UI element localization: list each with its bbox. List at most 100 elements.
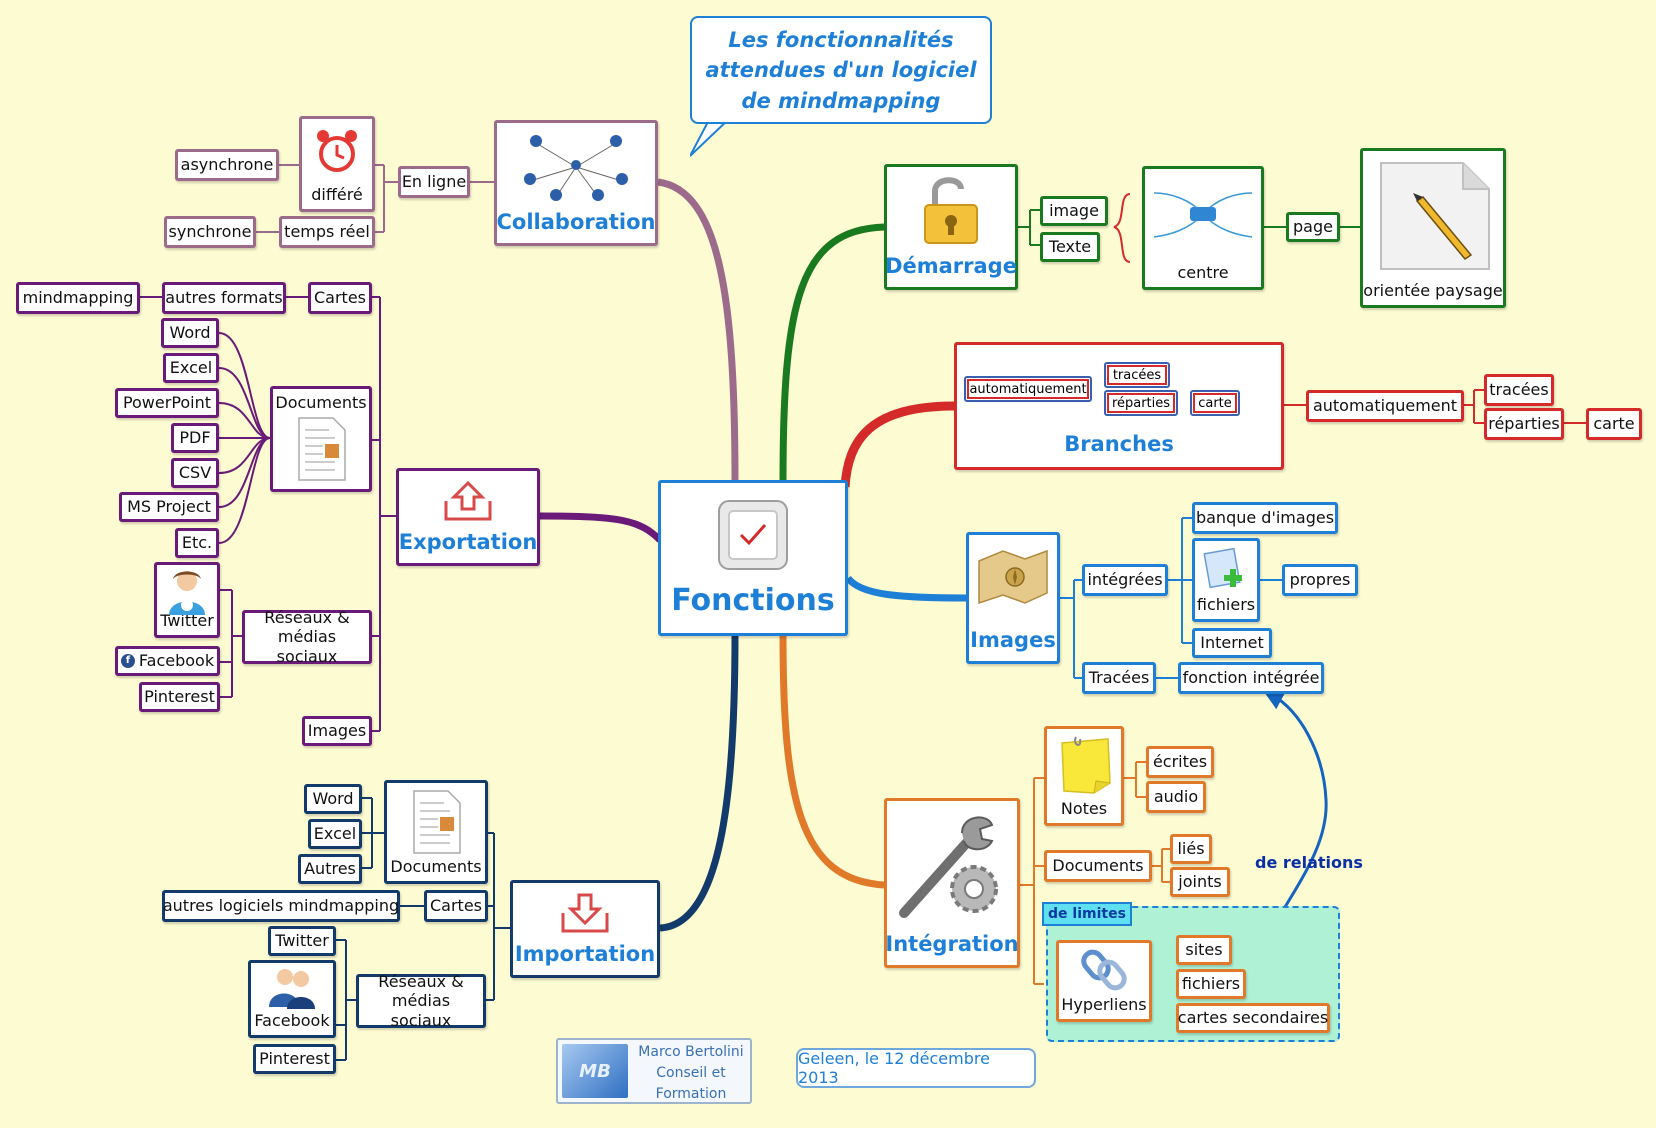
realtime-node[interactable]: temps réel <box>279 216 375 248</box>
branch-reparties-label: réparties <box>1488 414 1560 434</box>
export-pinterest-label: Pinterest <box>144 687 215 707</box>
int-sites-label: sites <box>1185 940 1223 960</box>
exportation-node[interactable]: Exportation <box>396 468 540 566</box>
demarrage-node[interactable]: Démarrage <box>884 164 1018 290</box>
export-autres-formats-node[interactable]: autres formats <box>162 282 286 314</box>
int-audio-label: audio <box>1153 787 1199 807</box>
branch-auto-node[interactable]: automatiquement <box>1306 390 1464 422</box>
import-facebook-node[interactable]: Facebook <box>248 960 336 1038</box>
branch-carte-node[interactable]: carte <box>1586 408 1642 440</box>
images-fonction-node[interactable]: fonction intégrée <box>1178 662 1324 694</box>
export-etc-node[interactable]: Etc. <box>175 528 219 558</box>
images-node[interactable]: Images <box>966 532 1060 664</box>
images-internet-node[interactable]: Internet <box>1192 628 1272 658</box>
export-images-node[interactable]: Images <box>302 716 372 746</box>
central-node[interactable]: Fonctions <box>658 480 848 636</box>
import-autres-node[interactable]: Autres <box>298 854 362 884</box>
brace-decoration <box>1113 193 1131 263</box>
import-twitter-node[interactable]: Twitter <box>268 926 336 956</box>
export-pdf-node[interactable]: PDF <box>171 423 219 453</box>
images-tracees-node[interactable]: Tracées <box>1082 662 1156 694</box>
export-word-label: Word <box>169 323 211 343</box>
deferred-label: différé <box>311 184 363 204</box>
branch-reparties-node[interactable]: réparties <box>1484 408 1564 440</box>
facebook-icon: f <box>120 654 135 668</box>
import-document-icon <box>413 790 461 854</box>
int-notes-node[interactable]: Notes <box>1044 726 1124 826</box>
import-documents-node[interactable]: Documents <box>384 780 488 884</box>
images-label: Images <box>970 627 1056 652</box>
start-texte-node[interactable]: Texte <box>1040 232 1100 262</box>
import-reseaux-node[interactable]: Réseaux & médias sociaux <box>356 972 486 1030</box>
start-page-label: page <box>1293 217 1333 237</box>
treasure-map-icon <box>978 549 1048 605</box>
export-twitter-node[interactable]: Twitter <box>154 562 220 638</box>
demarrage-label: Démarrage <box>885 253 1017 278</box>
import-autres-logiciels-node[interactable]: autres logiciels mindmapping <box>162 890 400 922</box>
import-cartes-node[interactable]: Cartes <box>424 890 488 922</box>
int-sites-node[interactable]: sites <box>1176 935 1232 965</box>
int-joints-node[interactable]: joints <box>1170 867 1230 897</box>
branch-exportation <box>539 512 663 543</box>
integration-node[interactable]: Intégration <box>884 798 1020 968</box>
export-pinterest-node[interactable]: Pinterest <box>139 682 220 712</box>
images-fichiers-node[interactable]: fichiers <box>1192 538 1260 622</box>
import-pinterest-label: Pinterest <box>259 1049 330 1069</box>
collaboration-node[interactable]: Collaboration <box>494 120 658 246</box>
importation-node[interactable]: Importation <box>510 880 660 978</box>
inner-tracees-label: tracées <box>1112 367 1162 383</box>
export-mindmapping-node[interactable]: mindmapping <box>16 282 140 314</box>
alarm-clock-icon <box>317 130 357 172</box>
images-banque-node[interactable]: banque d'images <box>1192 502 1338 534</box>
int-audio-node[interactable]: audio <box>1146 781 1206 813</box>
inner-reparties-label: réparties <box>1111 395 1171 411</box>
export-tray-icon <box>444 480 492 521</box>
inner-tracees-node: tracées <box>1104 362 1170 388</box>
images-banque-label: banque d'images <box>1195 508 1335 528</box>
export-cartes-node[interactable]: Cartes <box>308 282 372 314</box>
start-centre-node[interactable]: centre <box>1142 166 1264 290</box>
async-label: asynchrone <box>180 155 274 175</box>
export-facebook-node[interactable]: f Facebook <box>115 646 220 676</box>
start-orientee-node[interactable]: orientée paysage <box>1360 148 1506 308</box>
import-pinterest-node[interactable]: Pinterest <box>253 1044 336 1074</box>
deferred-node[interactable]: différé <box>299 116 375 212</box>
export-csv-node[interactable]: CSV <box>171 458 219 488</box>
int-hyperliens-node[interactable]: Hyperliens <box>1056 940 1152 1022</box>
online-node[interactable]: En ligne <box>398 166 470 198</box>
relation-label[interactable]: de relations <box>1255 853 1363 872</box>
int-ecrites-node[interactable]: écrites <box>1146 746 1214 778</box>
export-word-node[interactable]: Word <box>161 318 219 348</box>
int-documents-node[interactable]: Documents <box>1044 850 1152 882</box>
sync-node[interactable]: synchrone <box>164 216 256 248</box>
export-documents-node[interactable]: Documents <box>270 386 372 492</box>
export-powerpoint-node[interactable]: PowerPoint <box>115 388 219 418</box>
import-cartes-label: Cartes <box>429 896 482 916</box>
branch-tracees-node[interactable]: tracées <box>1484 374 1554 406</box>
export-msproject-node[interactable]: MS Project <box>119 492 219 522</box>
int-joints-label: joints <box>1178 872 1222 892</box>
import-excel-node[interactable]: Excel <box>308 819 362 849</box>
images-propres-node[interactable]: propres <box>1282 564 1358 596</box>
branch-images <box>845 575 967 602</box>
int-cartes-sec-node[interactable]: cartes secondaires <box>1176 1003 1330 1033</box>
async-node[interactable]: asynchrone <box>175 149 279 181</box>
import-word-node[interactable]: Word <box>304 784 362 814</box>
limits-label: de limites <box>1048 906 1126 922</box>
branch-collaboration <box>657 178 739 483</box>
export-csv-label: CSV <box>178 463 212 483</box>
export-excel-node[interactable]: Excel <box>163 353 219 383</box>
int-fichiers-node[interactable]: fichiers <box>1176 969 1246 999</box>
integration-label: Intégration <box>885 931 1019 956</box>
export-excel-label: Excel <box>169 358 213 378</box>
inner-carte-label: carte <box>1198 395 1232 411</box>
images-integrees-label: intégrées <box>1087 570 1163 590</box>
export-reseaux-node[interactable]: Réseaux & médias sociaux <box>242 608 372 666</box>
start-page-node[interactable]: page <box>1286 212 1340 242</box>
int-lies-node[interactable]: liés <box>1170 834 1212 864</box>
export-cartes-label: Cartes <box>313 288 366 308</box>
sync-label: synchrone <box>168 222 252 242</box>
start-image-node[interactable]: image <box>1040 196 1108 226</box>
images-integrees-node[interactable]: intégrées <box>1082 564 1168 596</box>
export-mindmapping-label: mindmapping <box>22 288 134 308</box>
